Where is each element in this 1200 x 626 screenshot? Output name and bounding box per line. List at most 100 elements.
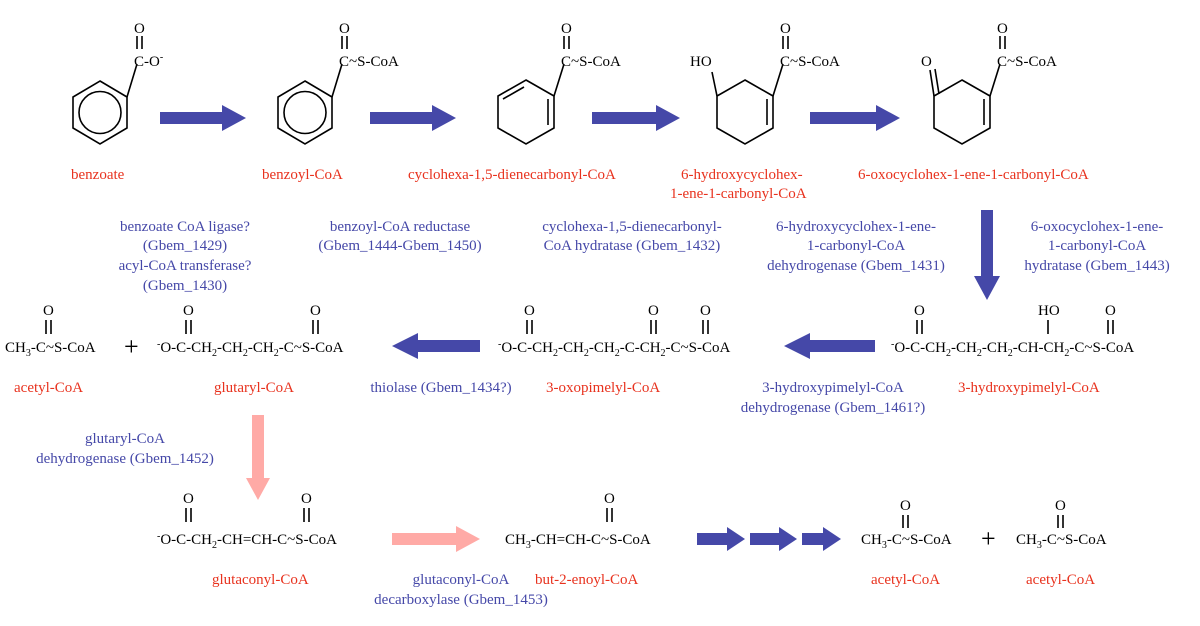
enzyme-hydratase1-label: cyclohexa-1,5-dienecarbonyl- CoA hydrata… — [542, 219, 722, 254]
svg-text:6-hydroxycyclohex-1-ene-: 6-hydroxycyclohex-1-ene- — [776, 219, 936, 235]
svg-text:CH3-C~S-CoA: CH3-C~S-CoA — [5, 340, 96, 359]
arrow-hydroxy-to-oxo — [810, 105, 900, 131]
svg-text:-O-C-CH2-CH2-CH2-C~S-CoA: -O-C-CH2-CH2-CH2-C~S-CoA — [157, 339, 344, 359]
svg-text:(Gbem_1429): (Gbem_1429) — [143, 238, 227, 254]
compound-name-butenoyl-coa: but-2-enoyl-CoA — [535, 572, 638, 588]
svg-text:-O-C-CH2-CH2-CH2-CH-CH2-C~S-Co: -O-C-CH2-CH2-CH2-CH-CH2-C~S-CoA — [891, 339, 1134, 359]
svg-text:O: O — [648, 303, 659, 319]
svg-text:-O-C-CH2-CH=CH-C~S-CoA: -O-C-CH2-CH=CH-C~S-CoA — [157, 531, 337, 551]
svg-text:glutaryl-CoA: glutaryl-CoA — [85, 431, 165, 447]
svg-text:O: O — [524, 303, 535, 319]
svg-text:1-carbonyl-CoA: 1-carbonyl-CoA — [1048, 238, 1146, 254]
enzyme-hydratase2-label: 6-oxocyclohex-1-ene- 1-carbonyl-CoA hydr… — [1024, 219, 1169, 274]
oxygen-label: O — [134, 21, 145, 37]
compound-name-cyclohexadiene: cyclohexa-1,5-dienecarbonyl-CoA — [408, 167, 616, 183]
svg-text:O: O — [1105, 303, 1116, 319]
enzyme-thiolase-label: thiolase (Gbem_1434?) — [370, 380, 511, 396]
hydroxycyclohexene-structure: HO O C~S-CoA — [690, 21, 840, 145]
hydroxyl-label: HO — [690, 54, 712, 70]
glutaryl-coa-structure: O O -O-C-CH2-CH2-CH2-C~S-CoA — [157, 303, 344, 359]
svg-text:O: O — [183, 491, 194, 507]
compound-name-acetyl-coa-final-2: acetyl-CoA — [1026, 572, 1095, 588]
enzyme-ligase-label: benzoate CoA ligase? (Gbem_1429) acyl-Co… — [119, 219, 252, 294]
oxygen-label: O — [339, 21, 350, 37]
arrow-row1 — [160, 105, 1000, 300]
compound-name-oxopimelyl-coa: 3-oxopimelyl-CoA — [546, 380, 660, 396]
svg-text:1-carbonyl-CoA: 1-carbonyl-CoA — [807, 238, 905, 254]
svg-text:CH3-C~S-CoA: CH3-C~S-CoA — [1016, 532, 1107, 551]
svg-text:6-oxocyclohex-1-ene-: 6-oxocyclohex-1-ene- — [1031, 219, 1163, 235]
acetyl-coa-structure-final-1: O CH3-C~S-CoA — [861, 498, 952, 551]
arrow-glutaconyl-to-butenoyl — [392, 526, 480, 552]
svg-text:O: O — [914, 303, 925, 319]
svg-text:decarboxylase (Gbem_1453): decarboxylase (Gbem_1453) — [374, 592, 548, 608]
svg-text:O: O — [900, 498, 911, 514]
enzyme-decarboxylase-label: glutaconyl-CoA decarboxylase (Gbem_1453) — [374, 572, 548, 608]
svg-text:dehydrogenase (Gbem_1461?): dehydrogenase (Gbem_1461?) — [741, 400, 926, 416]
svg-text:dehydrogenase (Gbem_1431): dehydrogenase (Gbem_1431) — [767, 258, 945, 274]
oxygen-label: O — [780, 21, 791, 37]
compound-name-glutaconyl-coa: glutaconyl-CoA — [212, 572, 309, 588]
svg-text:3-hydroxypimelyl-CoA: 3-hydroxypimelyl-CoA — [762, 380, 904, 396]
arrow-benzoate-to-benzoyl-coa — [160, 105, 246, 131]
svg-text:acyl-CoA transferase?: acyl-CoA transferase? — [119, 258, 252, 274]
svg-text:benzoate CoA ligase?: benzoate CoA ligase? — [120, 219, 250, 235]
svg-text:O: O — [700, 303, 711, 319]
svg-text:dehydrogenase (Gbem_1452): dehydrogenase (Gbem_1452) — [36, 451, 214, 467]
thioester-group: C~S-CoA — [997, 54, 1057, 70]
svg-text:(Gbem_1430): (Gbem_1430) — [143, 278, 227, 294]
carboxylate-group: C-O- — [134, 52, 163, 70]
compound-name-acetyl-coa-final-1: acetyl-CoA — [871, 572, 940, 588]
svg-text:cyclohexa-1,5-dienecarbonyl-: cyclohexa-1,5-dienecarbonyl- — [542, 219, 722, 235]
acetyl-coa-structure-left: O CH3-C~S-CoA — [5, 303, 96, 359]
compound-name-hydroxypimelyl-coa: 3-hydroxypimelyl-CoA — [958, 380, 1100, 396]
compound-name-benzoate: benzoate — [71, 167, 125, 183]
svg-text:O: O — [310, 303, 321, 319]
enzyme-glutaryl-dh-label: glutaryl-CoA dehydrogenase (Gbem_1452) — [36, 431, 214, 467]
enzyme-reductase-label: benzoyl-CoA reductase (Gbem_1444-Gbem_14… — [318, 219, 481, 254]
benzoate-structure: O C-O- — [72, 21, 163, 145]
arrow-diene-to-hydroxy — [592, 105, 680, 131]
oxopimelyl-coa-structure: O O O -O-C-CH2-CH2-CH2-C-CH2-C~S-CoA — [498, 303, 731, 359]
svg-text:CH3-C~S-CoA: CH3-C~S-CoA — [861, 532, 952, 551]
arrow-glutaryl-down — [246, 415, 270, 500]
svg-text:benzoyl-CoA reductase: benzoyl-CoA reductase — [330, 219, 471, 235]
svg-text:thiolase (Gbem_1434?): thiolase (Gbem_1434?) — [370, 380, 511, 396]
compound-name-hydroxy-line1: 6-hydroxycyclohex- — [681, 167, 803, 183]
arrow-oxo-down — [974, 210, 1000, 300]
arrow-benzoyl-coa-to-diene — [370, 105, 456, 131]
compound-name-acetyl-coa-left: acetyl-CoA — [14, 380, 83, 396]
oxygen-label: O — [997, 21, 1008, 37]
oxocyclohexene-structure: O O C~S-CoA — [921, 21, 1057, 145]
plus-sign: + — [124, 332, 139, 361]
compound-name-benzoyl-coa: benzoyl-CoA — [262, 167, 343, 183]
oxygen-label: O — [561, 21, 572, 37]
arrow-row3 — [392, 333, 875, 359]
svg-text:-O-C-CH2-CH2-CH2-C-CH2-C~S-CoA: -O-C-CH2-CH2-CH2-C-CH2-C~S-CoA — [498, 339, 731, 359]
svg-text:CH3-CH=CH-C~S-CoA: CH3-CH=CH-C~S-CoA — [505, 532, 651, 551]
svg-text:O: O — [301, 491, 312, 507]
arrow-hydroxypimelyl-to-oxopimelyl — [784, 333, 875, 359]
acetyl-coa-structure-final-2: O CH3-C~S-CoA — [1016, 498, 1107, 551]
arrow-oxopimelyl-to-glutaryl — [392, 333, 480, 359]
svg-text:O: O — [1055, 498, 1066, 514]
svg-text:O: O — [183, 303, 194, 319]
compound-name-hydroxy-line2: 1-ene-1-carbonyl-CoA — [670, 186, 807, 202]
svg-text:CoA hydratase (Gbem_1432): CoA hydratase (Gbem_1432) — [544, 238, 721, 254]
compound-name-glutaryl-coa: glutaryl-CoA — [214, 380, 294, 396]
butenoyl-coa-structure: O CH3-CH=CH-C~S-CoA — [505, 491, 651, 551]
enzyme-dehydrogenase2-label: 3-hydroxypimelyl-CoA dehydrogenase (Gbem… — [741, 380, 926, 416]
svg-text:O: O — [43, 303, 54, 319]
thioester-group: C~S-CoA — [561, 54, 621, 70]
benzoyl-coa-structure: O C~S-CoA — [277, 21, 399, 145]
glutaconyl-coa-structure: O O -O-C-CH2-CH=CH-C~S-CoA — [157, 491, 337, 551]
thioester-group: C~S-CoA — [339, 54, 399, 70]
arrow-beta-oxidation-steps — [697, 527, 841, 551]
svg-text:O: O — [604, 491, 615, 507]
cyclohexadiene-structure: O C~S-CoA — [497, 21, 621, 145]
hydroxypimelyl-coa-structure: O HO O -O-C-CH2-CH2-CH2-CH-CH2-C~S-CoA — [891, 303, 1134, 359]
thioester-group: C~S-CoA — [780, 54, 840, 70]
svg-text:hydratase (Gbem_1443): hydratase (Gbem_1443) — [1024, 258, 1169, 274]
